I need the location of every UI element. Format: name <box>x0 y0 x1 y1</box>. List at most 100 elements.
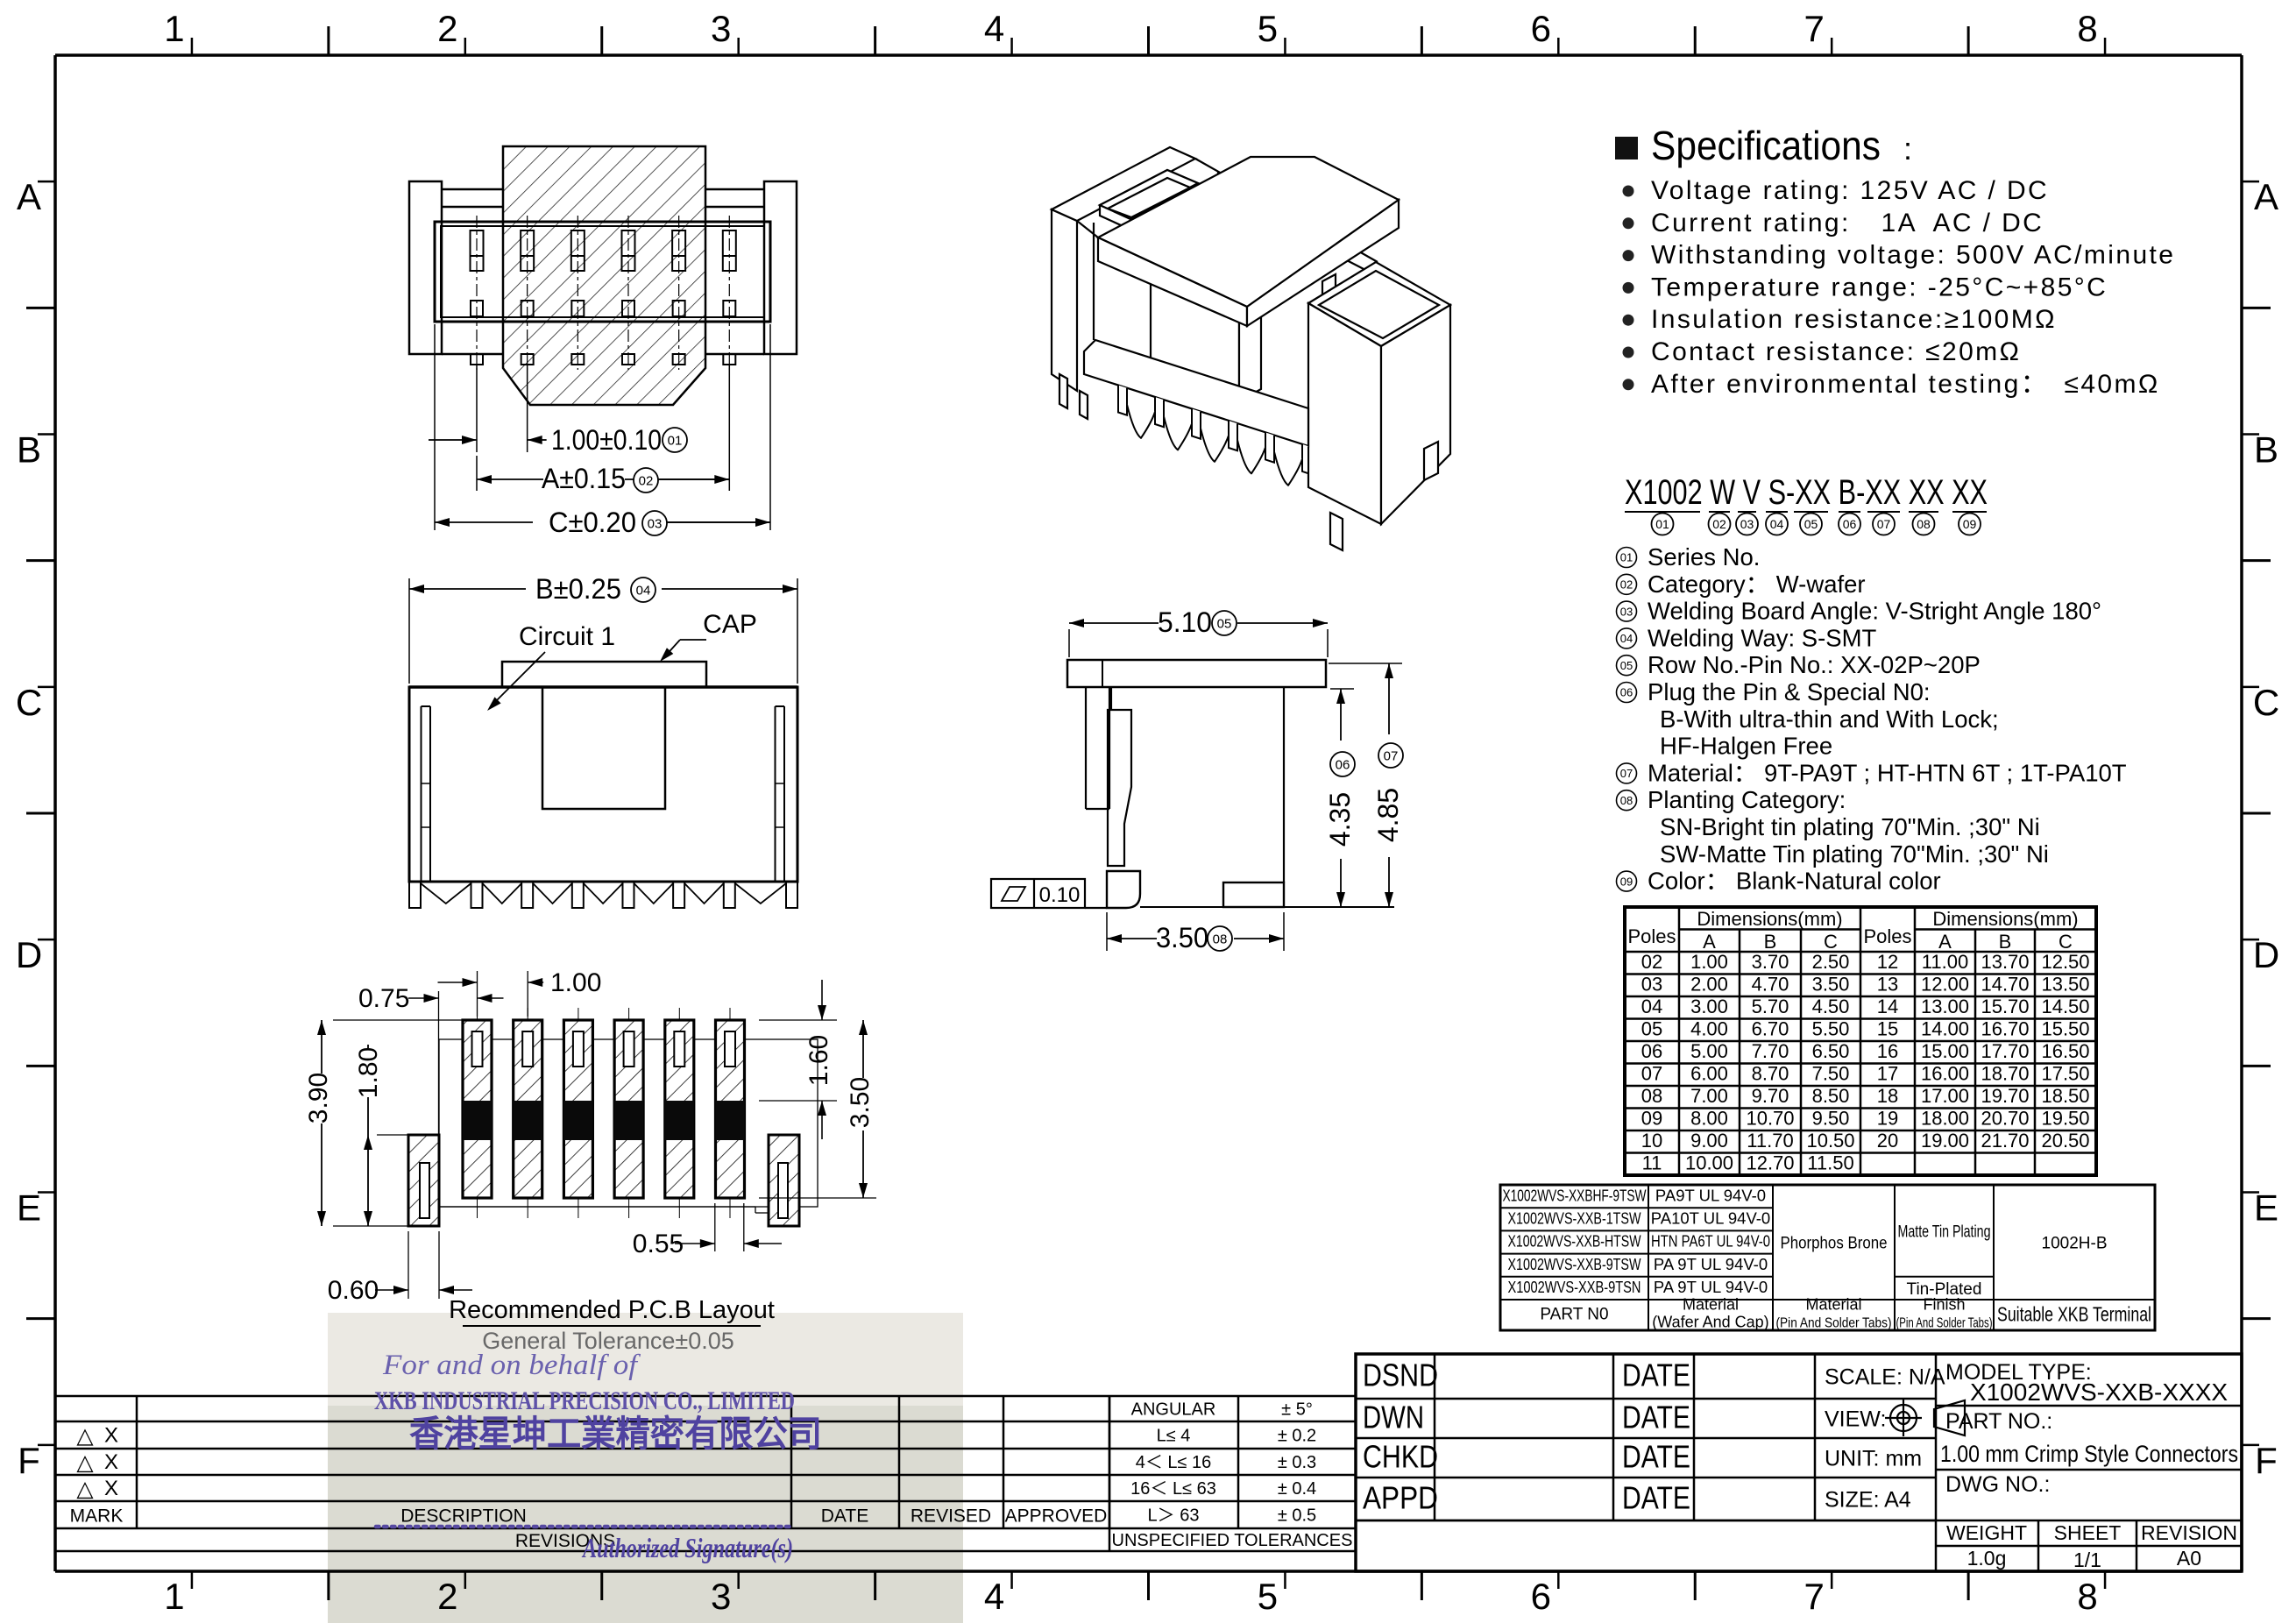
svg-text:20.70: 20.70 <box>1981 1107 2029 1129</box>
svg-text:VIEW:: VIEW: <box>1825 1407 1886 1432</box>
svg-text:1.60: 1.60 <box>804 1035 833 1086</box>
svg-text:CHKD: CHKD <box>1363 1439 1438 1475</box>
svg-text:10.70: 10.70 <box>1746 1107 1794 1129</box>
svg-text:Tin-Plated: Tin-Plated <box>1907 1280 1982 1299</box>
svg-text:6.70: 6.70 <box>1752 1017 1789 1039</box>
svg-text:3: 3 <box>711 8 731 49</box>
svg-text:2.00: 2.00 <box>1690 973 1728 995</box>
svg-text:XKB INDUSTRIAL PRECISION CO: XKB INDUSTRIAL PRECISION CO., LIMITED <box>374 1386 795 1415</box>
svg-text:18: 18 <box>1877 1085 1898 1107</box>
svg-text:14.00: 14.00 <box>1921 1017 1969 1039</box>
svg-text:17.50: 17.50 <box>2041 1062 2089 1084</box>
svg-text:12.50: 12.50 <box>2041 951 2089 973</box>
svg-text:D: D <box>2253 934 2279 975</box>
svg-text:0.55: 0.55 <box>633 1230 684 1258</box>
svg-text:4: 4 <box>984 1576 1004 1617</box>
svg-text:APPROVED: APPROVED <box>1005 1506 1108 1527</box>
svg-text:D: D <box>16 934 42 975</box>
svg-text:15.00: 15.00 <box>1921 1040 1969 1062</box>
svg-text:6.50: 6.50 <box>1812 1040 1850 1062</box>
svg-text:03: 03 <box>1641 973 1662 995</box>
svg-text:03: 03 <box>648 516 663 531</box>
svg-text:DWG NO.:: DWG NO.: <box>1945 1472 2050 1497</box>
svg-text:5.50: 5.50 <box>1812 1017 1850 1039</box>
svg-text:03: 03 <box>1620 605 1633 618</box>
svg-text:DSND: DSND <box>1363 1357 1438 1393</box>
svg-text:21.70: 21.70 <box>1981 1130 2029 1152</box>
svg-text:20.50: 20.50 <box>2041 1130 2089 1152</box>
svg-text:08: 08 <box>1641 1085 1662 1107</box>
svg-text:1.00±0.10: 1.00±0.10 <box>551 424 662 456</box>
svg-text:07: 07 <box>1877 517 1891 531</box>
svg-text:3.00: 3.00 <box>1690 996 1728 1017</box>
svg-text:C±0.20: C±0.20 <box>549 507 636 538</box>
svg-text:06: 06 <box>1843 517 1857 531</box>
svg-text:HF-Halgen Free: HF-Halgen Free <box>1660 733 1832 760</box>
svg-text:C: C <box>2059 931 2073 953</box>
svg-text:Welding Board Angle: V-Stright: Welding Board Angle: V-Stright Angle 180… <box>1648 598 2101 625</box>
svg-text:14: 14 <box>1877 996 1898 1017</box>
svg-text:05: 05 <box>1620 659 1633 672</box>
svg-text:SW-Matte Tin plating 70"Min. ;: SW-Matte Tin plating 70"Min. ;30" Ni <box>1660 840 2049 868</box>
svg-text:0.10: 0.10 <box>1039 883 1081 907</box>
svg-text:B±0.25: B±0.25 <box>535 573 621 605</box>
svg-text:MODEL TYPE:: MODEL TYPE: <box>1945 1360 2092 1385</box>
svg-text:6: 6 <box>1531 8 1551 49</box>
svg-text:13.50: 13.50 <box>2041 973 2089 995</box>
svg-text:PA 9T UL 94V-0: PA 9T UL 94V-0 <box>1654 1278 1768 1296</box>
svg-text:SHEET: SHEET <box>2054 1521 2122 1544</box>
svg-text:8: 8 <box>2077 1576 2097 1617</box>
svg-text:01: 01 <box>1655 517 1669 531</box>
svg-text:06: 06 <box>1620 686 1633 699</box>
svg-text:(Wafer And Cap): (Wafer And Cap) <box>1652 1314 1768 1331</box>
svg-text:18.50: 18.50 <box>2041 1085 2089 1107</box>
svg-text:REVISED: REVISED <box>911 1506 991 1527</box>
svg-text:17.70: 17.70 <box>1981 1040 2029 1062</box>
svg-text:Specifications: Specifications <box>1651 123 1881 168</box>
svg-text:E: E <box>2254 1187 2278 1229</box>
svg-text:4.35: 4.35 <box>1324 792 1356 847</box>
svg-text:18.70: 18.70 <box>1981 1062 2029 1084</box>
svg-text:REVISION: REVISION <box>2141 1521 2237 1544</box>
svg-text:10.50: 10.50 <box>1806 1130 1854 1152</box>
svg-text:Circuit 1: Circuit 1 <box>519 622 615 651</box>
svg-text::: : <box>1903 131 1912 167</box>
svg-text:8.50: 8.50 <box>1812 1085 1850 1107</box>
svg-text:2: 2 <box>437 8 457 49</box>
svg-text:01: 01 <box>668 433 683 448</box>
svg-text:11.00: 11.00 <box>1922 951 1968 973</box>
svg-text:18.00: 18.00 <box>1921 1107 1969 1129</box>
svg-text:Contact resistance: ≤20mΩ: Contact resistance: ≤20mΩ <box>1651 337 2021 366</box>
svg-text:15.50: 15.50 <box>2041 1017 2089 1039</box>
svg-text:3.70: 3.70 <box>1752 951 1789 973</box>
svg-text:4＜ L≤ 16: 4＜ L≤ 16 <box>1136 1453 1212 1472</box>
svg-text:02: 02 <box>1712 517 1726 531</box>
svg-text:DATE: DATE <box>1622 1400 1690 1435</box>
svg-text:13.00: 13.00 <box>1921 996 1969 1017</box>
svg-text:Insulation resistance:≥100MΩ: Insulation resistance:≥100MΩ <box>1651 305 2057 334</box>
svg-text:5.10: 5.10 <box>1158 606 1212 638</box>
svg-text:8: 8 <box>2077 8 2097 49</box>
svg-text:± 0.5: ± 0.5 <box>1278 1506 1316 1526</box>
svg-text:4.50: 4.50 <box>1812 996 1850 1017</box>
svg-text:SN-Bright tin plating 70"Min.: SN-Bright tin plating 70"Min. ;30" Ni <box>1660 813 2040 840</box>
svg-text:04: 04 <box>1641 996 1662 1017</box>
svg-text:11.50: 11.50 <box>1807 1152 1853 1173</box>
svg-text:2: 2 <box>437 1576 457 1617</box>
svg-text:Plug the Pin & Special N0:: Plug the Pin & Special N0: <box>1648 678 1931 705</box>
svg-text:± 0.3: ± 0.3 <box>1278 1453 1316 1472</box>
svg-text:Series No.: Series No. <box>1648 543 1760 571</box>
svg-text:A: A <box>17 176 41 217</box>
svg-text:9.50: 9.50 <box>1812 1107 1850 1129</box>
svg-text:3.50: 3.50 <box>1812 973 1850 995</box>
svg-text:Row No.-Pin No.: XX-02P~20P: Row No.-Pin No.: XX-02P~20P <box>1648 651 1981 678</box>
svg-text:E: E <box>17 1187 41 1229</box>
svg-text:08: 08 <box>1917 517 1931 531</box>
svg-text:A: A <box>2254 176 2278 217</box>
svg-text:06: 06 <box>1336 757 1350 772</box>
svg-text:C: C <box>16 682 42 723</box>
svg-text:(Pin And Solder Tabs): (Pin And Solder Tabs) <box>1896 1316 1993 1331</box>
svg-text:05: 05 <box>1804 517 1818 531</box>
svg-text:DESCRIPTION: DESCRIPTION <box>400 1506 527 1527</box>
svg-text:8.00: 8.00 <box>1690 1107 1728 1129</box>
